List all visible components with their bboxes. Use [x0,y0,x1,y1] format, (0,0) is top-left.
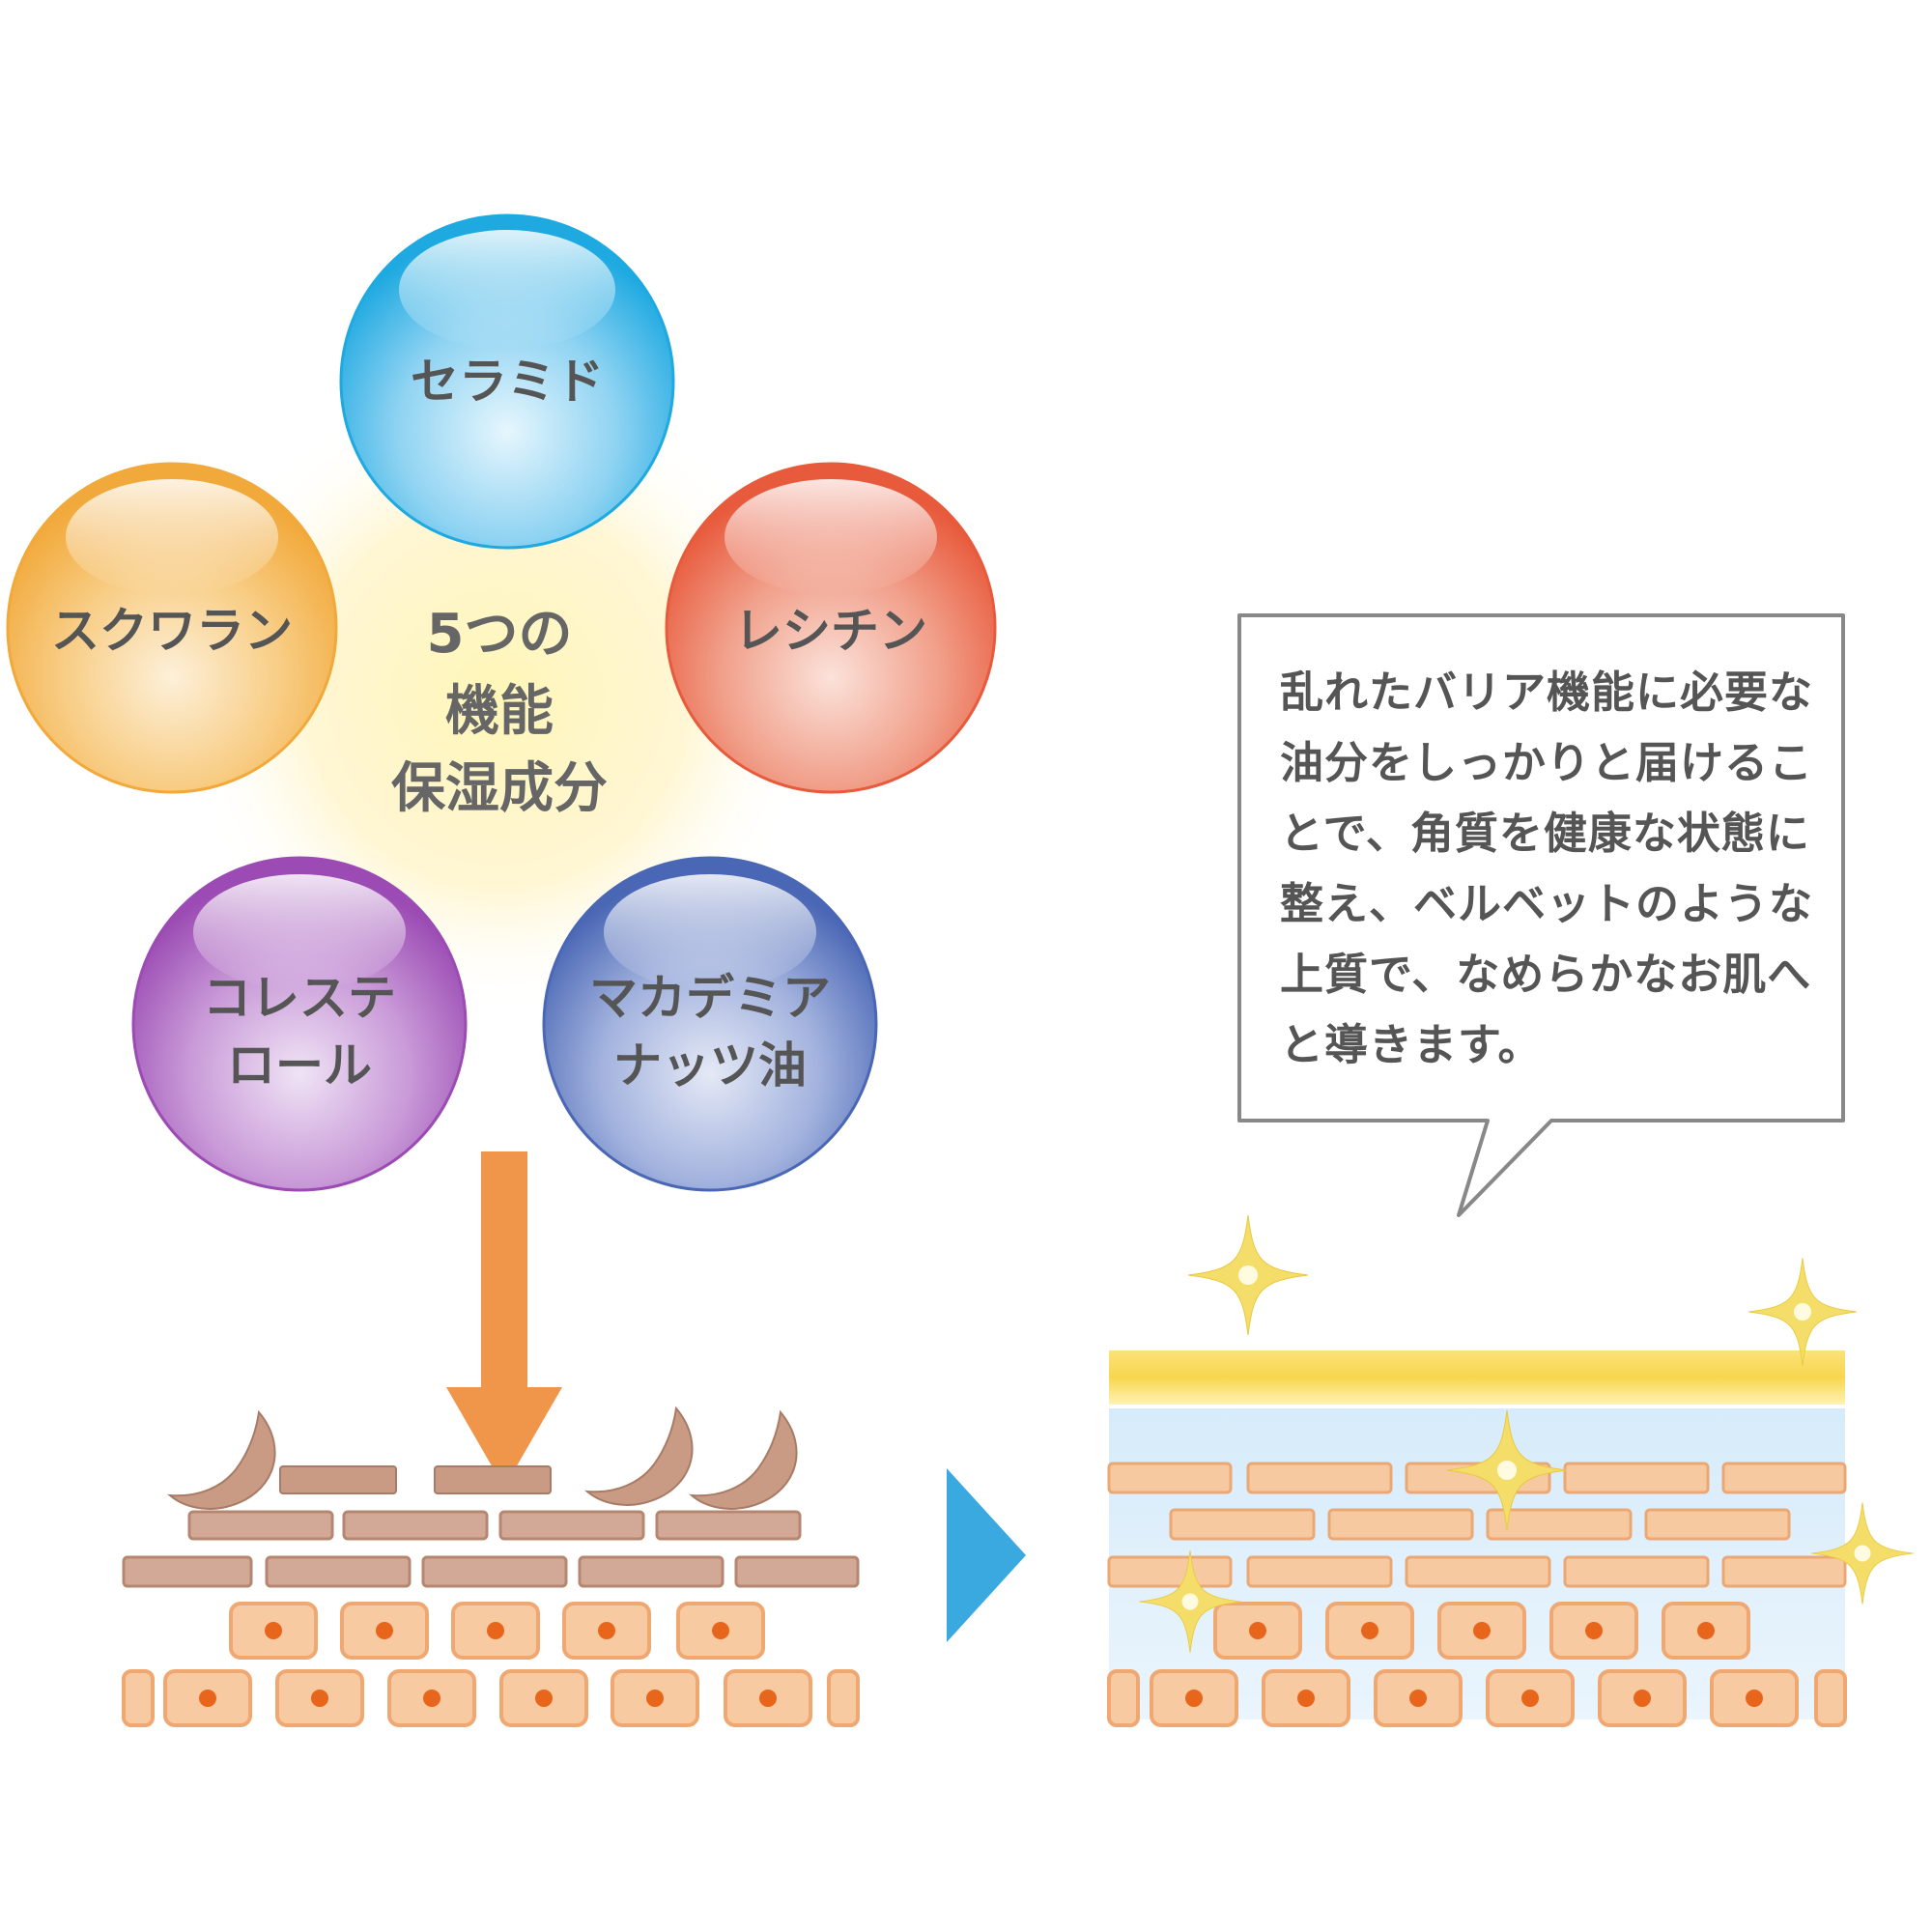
right-arrow [947,1468,1026,1642]
center-label-line1: 5つの [427,603,573,666]
sparkle-icon [1747,1257,1858,1367]
speech-bubble [1237,613,1845,1217]
center-label-line2: 機能 [445,680,554,743]
squalane-sphere: スクワラン [6,462,338,794]
barrier-gold-layer [1109,1350,1845,1405]
macadamia-label-line2: ナッツ油 [613,1037,807,1094]
lecithin-label: レシチン [734,603,927,659]
squalane-label: スクワラン [51,603,293,659]
ceramide-sphere: セラミド [339,213,675,550]
flake [167,1406,798,1510]
macadamia-sphere: マカデミア ナッツ油 [542,856,878,1192]
cholesterol-label-line2: ロール [227,1037,372,1094]
ingredients-cluster: セラミド スクワラン レシチン コレステ ロール マカデミア ナッツ油 [6,213,997,1192]
cell-row [122,1669,860,1727]
center-label-line3: 保湿成分 [391,757,608,820]
speech-bubble-text: 乱れたバリア機能に必要な油分をしっかりと届けることで、角質を健康な状態に整え、ベ… [1280,667,1814,1070]
healthy-skin-diagram [1107,1214,1915,1727]
cell-row [1213,1602,1750,1660]
damaged-skin-diagram [122,1406,860,1727]
cholesterol-sphere: コレステ ロール [131,856,468,1192]
ceramide-label: セラミド [411,354,604,410]
down-arrow [446,1151,562,1488]
cholesterol-label-line1: コレステ [203,970,396,1026]
lecithin-sphere: レシチン [665,462,997,794]
cell-row [229,1602,765,1660]
macadamia-label-line1: マカデミア [589,970,831,1026]
center-glow [179,377,816,1014]
cell-row [1107,1669,1847,1727]
sparkle-icon [1187,1214,1309,1336]
